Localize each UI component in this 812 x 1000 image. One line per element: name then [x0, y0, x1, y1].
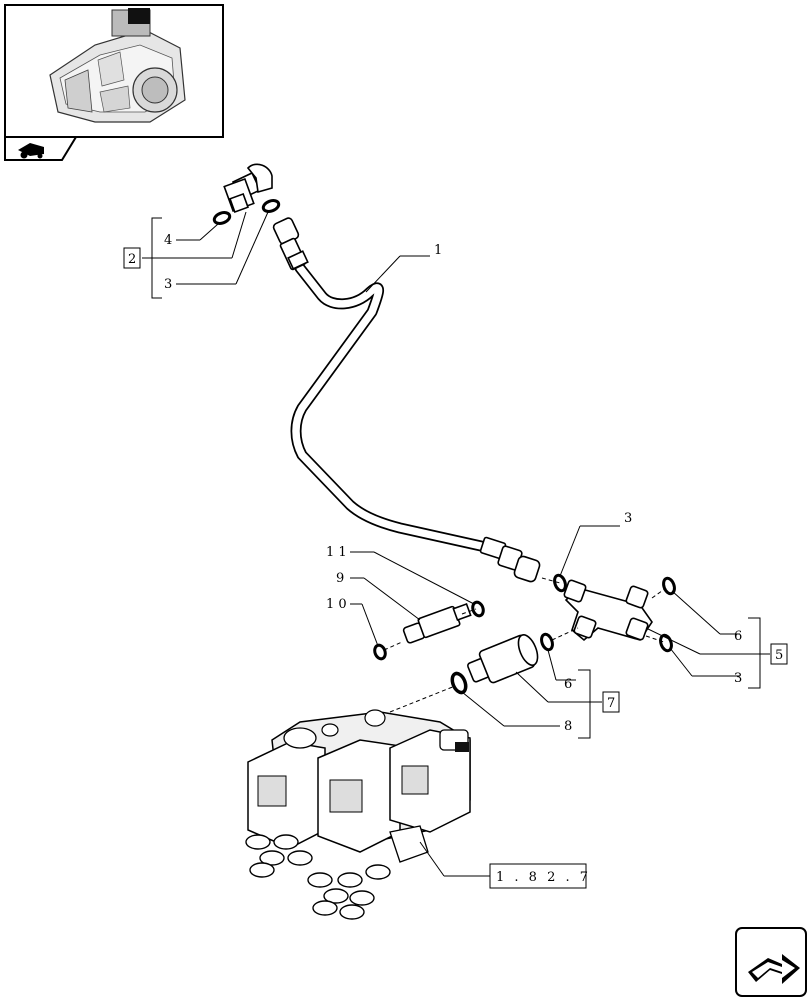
reference-box[interactable]	[489, 863, 587, 889]
callout-9: 9	[336, 571, 344, 586]
transmission-housing-thumbnail-icon	[49, 8, 186, 123]
next-page-arrow-icon	[748, 954, 800, 984]
callout-2: 2	[128, 252, 136, 267]
callout-3-tee: 3	[624, 511, 632, 526]
o-ring-10[interactable]	[373, 643, 387, 661]
o-ring-11[interactable]	[471, 600, 485, 618]
callout-box-7	[602, 691, 620, 713]
next-page-button[interactable]	[735, 927, 807, 997]
o-ring-3-upper[interactable]	[261, 199, 281, 214]
callout-11: 1 1	[326, 545, 347, 560]
callout-box-2	[123, 247, 141, 269]
couplers-left	[245, 834, 313, 878]
reference-label[interactable]: 1 . 8 2 . 7	[496, 870, 591, 885]
callout-6-adapter: 6	[564, 677, 572, 692]
callout-6-right: 6	[734, 629, 742, 644]
o-ring-8[interactable]	[450, 671, 469, 695]
control-valve-block[interactable]	[245, 709, 471, 920]
tee-fitting[interactable]	[563, 579, 653, 642]
o-ring-6-tee-right[interactable]	[662, 576, 677, 596]
callout-10: 1 0	[326, 597, 347, 612]
callout-box-5	[770, 643, 788, 665]
plug-9[interactable]	[402, 602, 472, 644]
callout-1: 1	[434, 243, 442, 258]
elbow-fitting[interactable]	[223, 163, 273, 213]
callout-3-right: 3	[734, 671, 742, 686]
tractor-section-icon	[18, 143, 44, 159]
callout-7: 7	[607, 696, 615, 711]
assembly-axes	[383, 577, 667, 713]
callout-3-upper: 3	[164, 277, 172, 292]
callout-4: 4	[164, 233, 172, 248]
thumbnail-frame[interactable]	[4, 4, 224, 138]
couplers-right	[307, 864, 391, 920]
section-tab[interactable]	[4, 136, 78, 161]
o-ring-3-tee-bottom[interactable]	[659, 633, 674, 653]
callout-5: 5	[775, 648, 783, 663]
adapter-7[interactable]	[467, 632, 542, 684]
hydraulic-tube[interactable]	[272, 217, 541, 583]
leader-lines	[142, 211, 770, 877]
callout-8: 8	[564, 719, 572, 734]
o-ring-3-tee-left[interactable]	[553, 573, 568, 593]
o-ring-4[interactable]	[212, 211, 232, 226]
o-ring-6-adapter[interactable]	[540, 632, 555, 652]
